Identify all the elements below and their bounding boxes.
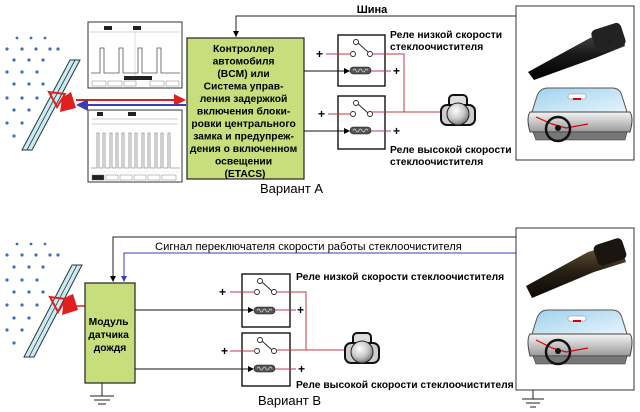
svg-text:+: + bbox=[316, 47, 323, 61]
wiper-motor-icon bbox=[344, 332, 380, 364]
variant-b-caption: Вариант B bbox=[258, 393, 321, 408]
svg-text:+: + bbox=[393, 124, 400, 138]
raindrops bbox=[5, 36, 60, 138]
rain-sensor-icon bbox=[5, 242, 87, 358]
raindrops bbox=[5, 242, 60, 345]
oscilloscope-screen-top bbox=[87, 21, 183, 89]
bus-line bbox=[235, 15, 516, 37]
relay-low-speed-b bbox=[241, 273, 291, 328]
svg-text:+: + bbox=[297, 303, 304, 317]
variant-b: Модуль датчика дождя Сигнал переключател… bbox=[5, 227, 635, 408]
wiper-switch-stalk-icon bbox=[526, 238, 627, 298]
relay-low-speed-a bbox=[337, 34, 386, 87]
controller-box bbox=[186, 37, 305, 180]
wires-b bbox=[135, 291, 346, 372]
svg-text:+: + bbox=[393, 64, 400, 78]
wiper-switch-stalk-icon: ⌂ bbox=[528, 22, 626, 80]
relay-low-label-a: Реле низкой скорости стеклоочистителя bbox=[390, 30, 505, 53]
relay-high-speed-a bbox=[337, 95, 386, 150]
svg-text:+: + bbox=[298, 362, 305, 376]
wiper-motor-icon bbox=[440, 94, 476, 126]
relay-high-speed-b bbox=[241, 332, 291, 387]
plus-signs-a: + + + + bbox=[316, 47, 400, 138]
rain-sensor-module-box bbox=[84, 282, 136, 384]
svg-text:+: + bbox=[219, 285, 226, 299]
ground-icon bbox=[90, 383, 114, 405]
rain-sensor-icon bbox=[5, 36, 81, 151]
ground-icon bbox=[522, 390, 544, 408]
sensor-red-block bbox=[60, 92, 76, 112]
oscilloscope-screen-bottom bbox=[87, 109, 183, 183]
variant-a: Контроллер автомобиля (BCM) или Система … bbox=[5, 4, 635, 196]
bus-label: Шина bbox=[357, 4, 388, 16]
switch-signal-black-line bbox=[112, 236, 516, 281]
plus-signs-b: + + + + bbox=[219, 285, 305, 376]
windshield-car-icon bbox=[527, 309, 633, 366]
svg-text:⌂: ⌂ bbox=[607, 38, 612, 45]
windshield-car-icon bbox=[527, 87, 633, 143]
switch-signal-blue-line bbox=[123, 252, 516, 281]
variant-a-caption: Вариант A bbox=[260, 181, 323, 196]
signal-label: Сигнал переключателя скорости работы сте… bbox=[155, 241, 462, 253]
relay-high-label-a: Реле высокой скорости стеклоочистителя bbox=[390, 145, 514, 168]
relay-high-label-b: Реле высокой скорости стеклоочистителя bbox=[296, 380, 514, 391]
wires-a bbox=[304, 53, 441, 134]
module-text: Модуль датчика дождя bbox=[88, 317, 131, 354]
relay-low-label-b: Реле низкой скорости стеклоочистителя bbox=[296, 272, 504, 283]
right-panel-b bbox=[515, 227, 635, 408]
right-panel-a: ⌂ bbox=[515, 5, 635, 161]
svg-text:+: + bbox=[318, 107, 325, 121]
svg-text:+: + bbox=[221, 344, 228, 358]
controller-text: Контроллер автомобиля (BCM) или Система … bbox=[190, 44, 300, 180]
